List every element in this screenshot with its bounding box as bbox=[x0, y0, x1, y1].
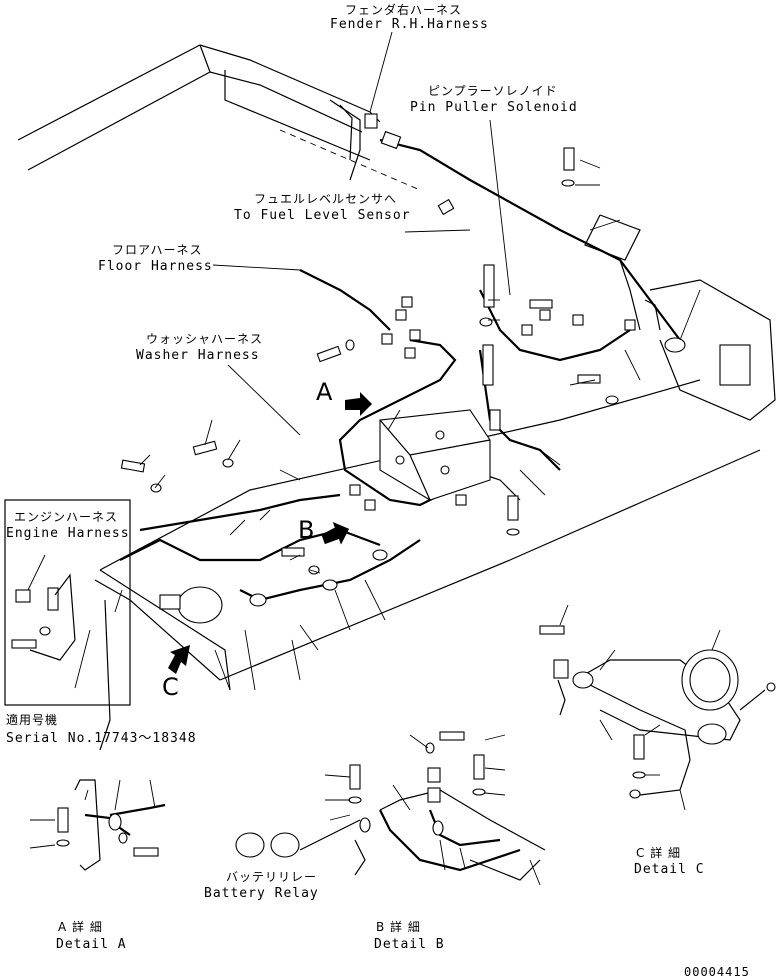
cab-outline bbox=[17, 44, 421, 191]
detail-c-jp: C 詳 細 bbox=[636, 846, 682, 860]
drawing-number: 00004415 bbox=[684, 965, 750, 979]
detail-c-drawing bbox=[539, 604, 776, 811]
fuel-level-jp: フュエルレベルセンサへ bbox=[254, 192, 398, 206]
detail-b-drawing bbox=[235, 731, 546, 886]
serial-en: Serial No.17743～18348 bbox=[6, 731, 197, 746]
detail-b-jp: B 詳 細 bbox=[376, 920, 421, 934]
floor-harness-jp: フロアハーネス bbox=[112, 243, 203, 257]
pin-puller-en: Pin Puller Solenoid bbox=[410, 100, 578, 115]
fender-rh-jp: フェンダ右ハーネス bbox=[345, 3, 463, 17]
washer-harness-en: Washer Harness bbox=[136, 348, 260, 363]
leader-lines bbox=[27, 31, 701, 691]
battery-relay-jp: バッテリリレー bbox=[226, 870, 318, 884]
callout-c: C bbox=[162, 673, 179, 701]
fuel-tank bbox=[584, 214, 776, 421]
connectors bbox=[15, 296, 636, 624]
engine-inset-box bbox=[4, 499, 131, 706]
fender-rh-en: Fender R.H.Harness bbox=[330, 17, 489, 32]
detail-a-jp: A 詳 細 bbox=[58, 920, 103, 934]
detail-a-en: Detail A bbox=[56, 937, 127, 952]
callout-b: B bbox=[298, 516, 315, 544]
fender-harness bbox=[364, 113, 681, 341]
pin-puller-jp: ピンプラーソレノイド bbox=[428, 84, 558, 98]
battery-relay-en: Battery Relay bbox=[204, 886, 319, 901]
serial-jp: 適用号機 bbox=[6, 713, 59, 727]
engine-bracket bbox=[29, 573, 76, 661]
callout-a: A bbox=[316, 378, 333, 406]
controller-box bbox=[379, 409, 491, 501]
bolts bbox=[11, 147, 619, 649]
engine-harness-jp: エンジンハーネス bbox=[14, 510, 119, 524]
floor-harness-en: Floor Harness bbox=[98, 259, 213, 274]
floor-harness bbox=[119, 269, 631, 602]
fuel-level-en: To Fuel Level Sensor bbox=[234, 208, 411, 223]
washer-harness-jp: ウォッシャハーネス bbox=[146, 332, 264, 346]
view-arrows bbox=[168, 392, 372, 674]
detail-b-en: Detail B bbox=[374, 937, 445, 952]
engine-harness-en: Engine Harness bbox=[6, 526, 130, 541]
detail-c-en: Detail C bbox=[634, 862, 705, 877]
detail-a-drawing bbox=[29, 779, 166, 871]
